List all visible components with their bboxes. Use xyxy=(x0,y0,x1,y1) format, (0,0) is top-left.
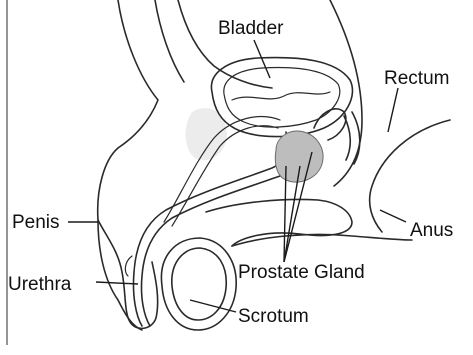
rectum-leader xyxy=(388,88,398,132)
peritoneum-contour xyxy=(178,0,272,88)
rectum-label: Rectum xyxy=(384,68,449,89)
glans-fold xyxy=(125,256,132,276)
urethra-label: Urethra xyxy=(8,274,72,295)
bladder-label: Bladder xyxy=(218,18,284,39)
urethra-tube-inner xyxy=(141,134,296,326)
bladder-fold xyxy=(232,92,330,100)
bladder-leader xyxy=(254,40,270,78)
buttock-contour xyxy=(370,120,450,232)
anus-leader xyxy=(380,210,406,222)
inner-abdomen-contour xyxy=(155,0,184,82)
front-body-contour xyxy=(98,0,158,330)
penis-label: Penis xyxy=(12,212,60,233)
scrotum-label: Scrotum xyxy=(238,306,309,327)
prostate-gland-label: Prostate Gland xyxy=(238,262,365,283)
perineum-contour xyxy=(206,200,352,247)
scrotum-leader xyxy=(190,300,236,312)
penis-outline xyxy=(98,220,158,328)
testis xyxy=(172,248,226,320)
anus-label: Anus xyxy=(410,220,453,241)
urethra-leader xyxy=(96,282,138,284)
